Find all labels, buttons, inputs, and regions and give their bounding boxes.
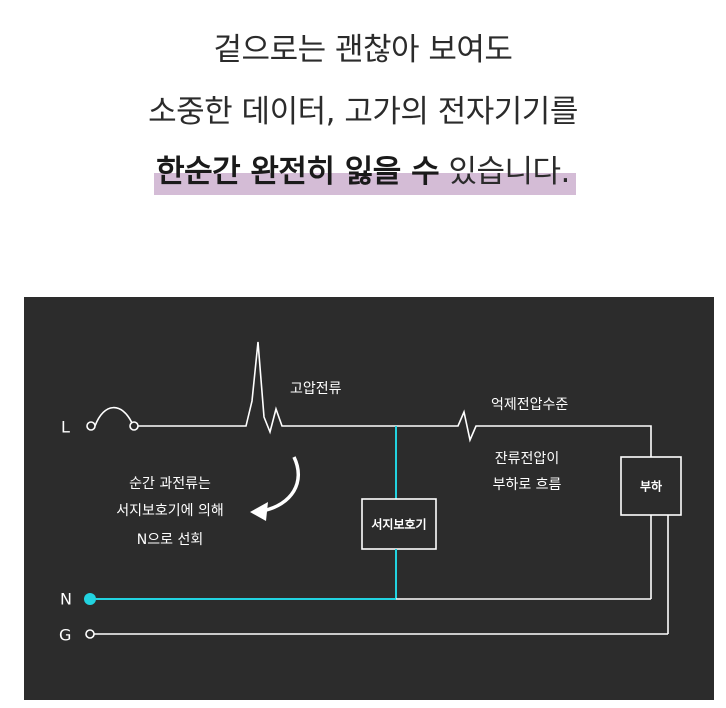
suppressed-voltage-label: 억제전압수준 [491,397,568,413]
diversion-arrow-head [250,502,268,521]
line-wire [138,341,652,457]
headline-line-1: 겉으로는 괜찮아 보여도 [213,32,513,68]
terminal-l-label: L [61,418,70,437]
switch-node [129,421,139,431]
highlighted-phrase: 한순간 완전히 잃을 수 있습니다. [154,146,576,195]
bypass-text-line-3: N으로 선회 [137,532,203,548]
highlight-bar [154,173,576,195]
terminal-n-label: N [60,590,72,609]
terminal-n-node [84,593,96,605]
headline-bold: 한순간 완전히 잃을 수 [156,154,440,190]
terminal-l-node [86,421,96,431]
surge-protector-box [361,498,437,550]
residual-voltage-line-2: 부하로 흐름 [493,477,562,493]
terminal-g-node [85,629,95,639]
headline-line-3: 한순간 완전히 잃을 수 있습니다. [0,146,726,195]
terminal-g-label: G [59,626,71,645]
switch-arc [94,406,133,427]
surge-current-label: 고압전류 [290,381,342,397]
surge-diagram: L N G 고압전류 억제전압수준 잔류전압이 부하로 흐름 순간 과전류는 서… [59,341,682,645]
headline-rest: 있습니다. [439,154,570,190]
residual-voltage-line-1: 잔류전압이 [495,451,559,467]
surge-diagram-panel: L N G 고압전류 억제전압수준 잔류전압이 부하로 흐름 순간 과전류는 서… [24,297,714,700]
bypass-text-line-2: 서지보호기에 의해 [116,503,224,519]
surge-protector-label: 서지보호기 [371,517,426,532]
headline-line-2: 소중한 데이터, 고가의 전자기기를 [148,94,578,130]
diversion-arrow-curve [261,456,300,513]
load-label: 부하 [640,479,662,494]
bypass-text-line-1: 순간 과전류는 [129,476,211,492]
